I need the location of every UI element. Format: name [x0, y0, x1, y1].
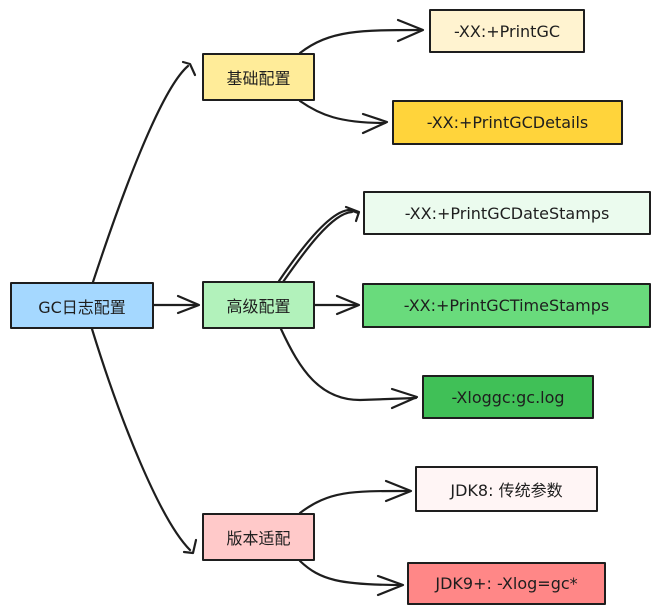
arrowhead-timestamps — [335, 294, 361, 316]
arrowhead-printgcdetails — [361, 112, 389, 135]
leaf-node-printgctimestamps[interactable]: -XX:+PrintGCTimeStamps — [362, 283, 651, 328]
arrowhead-datestamps — [344, 205, 361, 223]
edge-version-to-jdk9 — [298, 559, 404, 587]
branch-node-basic-config[interactable]: 基础配置 — [202, 53, 315, 101]
edge-version-to-jdk8 — [298, 489, 412, 515]
branch-node-version-adapt[interactable]: 版本适配 — [202, 513, 315, 561]
leaf-node-jdk8[interactable]: JDK8: 传统参数 — [415, 466, 598, 512]
leaf-node-label: -Xloggc:gc.log — [451, 387, 565, 407]
edge-basic-to-printgc — [298, 28, 424, 55]
root-node-label: GC日志配置 — [38, 297, 126, 317]
edge-root-to-basic — [91, 64, 190, 284]
arrowhead-xloggc — [390, 387, 419, 410]
arrowhead-jdk8 — [384, 479, 413, 503]
branch-node-advanced-config[interactable]: 高级配置 — [202, 281, 315, 329]
leaf-node-jdk9[interactable]: JDK9+: -Xlog=gc* — [407, 562, 606, 605]
edge-basic-to-printgcdetails — [298, 99, 387, 125]
leaf-node-label: JDK9+: -Xlog=gc* — [435, 574, 578, 593]
leaf-node-label: JDK8: 传统参数 — [450, 481, 563, 500]
leaf-node-printgcdetails[interactable]: -XX:+PrintGCDetails — [392, 100, 623, 145]
leaf-node-label: -XX:+PrintGC — [453, 21, 561, 41]
leaf-node-printgcdatestamps[interactable]: -XX:+PrintGCDateStamps — [363, 191, 651, 235]
edge-advanced-to-xloggc — [279, 327, 418, 402]
edge-root-to-version — [90, 327, 192, 552]
root-node-gc-log-config[interactable]: GC日志配置 — [10, 282, 154, 329]
arrowhead-advanced — [176, 294, 201, 315]
leaf-node-printgc[interactable]: -XX:+PrintGC — [429, 9, 585, 53]
arrowhead-version — [182, 538, 198, 555]
branch-node-label: 高级配置 — [226, 297, 291, 316]
arrowhead-printgc — [396, 18, 425, 43]
edge-advanced-to-datestamps — [277, 208, 360, 283]
leaf-node-xloggc[interactable]: -Xloggc:gc.log — [422, 375, 594, 419]
arrowhead-basic — [181, 60, 197, 77]
edge-advanced-to-datestamps-2 — [281, 210, 354, 284]
branch-node-label: 基础配置 — [226, 69, 291, 88]
leaf-node-label: -XX:+PrintGCTimeStamps — [403, 296, 610, 315]
branch-node-label: 版本适配 — [226, 529, 291, 548]
arrowhead-jdk9 — [376, 574, 405, 597]
leaf-node-label: -XX:+PrintGCDetails — [426, 113, 589, 132]
leaf-node-label: -XX:+PrintGCDateStamps — [404, 203, 610, 223]
